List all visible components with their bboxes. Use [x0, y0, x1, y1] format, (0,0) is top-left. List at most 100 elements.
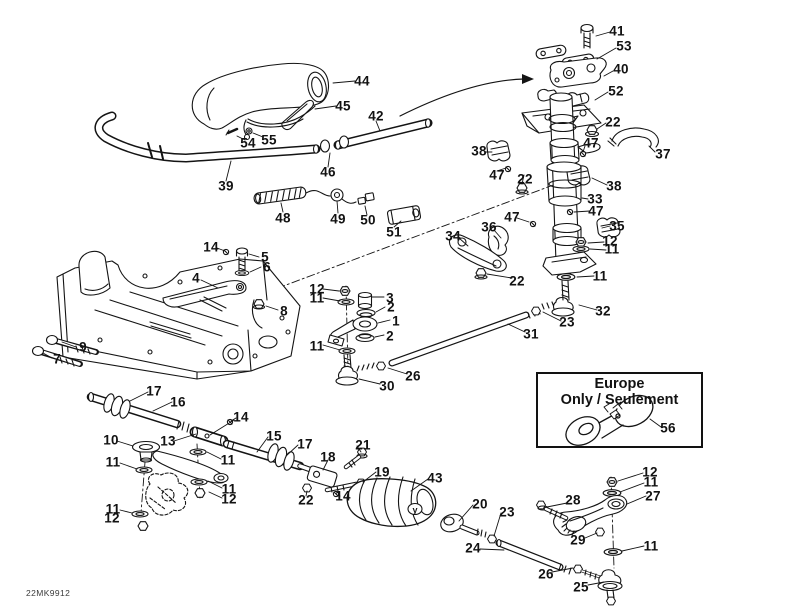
part-callout-29: 29: [570, 532, 586, 548]
part-callout-47: 47: [504, 209, 520, 225]
part-callout-14: 14: [233, 409, 249, 425]
part-callout-12: 12: [221, 491, 237, 507]
part-callout-25: 25: [573, 579, 589, 595]
part-callout-40: 40: [613, 61, 629, 77]
part-callout-56: 56: [660, 420, 676, 436]
part-callout-24: 24: [465, 540, 481, 556]
part-callout-51: 51: [386, 224, 402, 240]
part-callout-36: 36: [481, 219, 497, 235]
part-callout-12: 12: [602, 233, 618, 249]
part-callout-53: 53: [616, 38, 632, 54]
part-callout-11: 11: [309, 290, 325, 306]
part-callout-14: 14: [335, 488, 351, 504]
part-callout-4: 4: [192, 270, 200, 286]
part-callout-26: 26: [405, 368, 421, 384]
leader-lines: [42, 31, 662, 586]
steering-arm-drawing: [536, 477, 628, 556]
part-callout-27: 27: [645, 488, 661, 504]
part-callout-47: 47: [489, 167, 505, 183]
part-callout-2: 2: [387, 299, 395, 315]
part-callout-11: 11: [221, 481, 237, 497]
ghost-part-outline: [145, 472, 189, 516]
part-callout-48: 48: [275, 210, 291, 226]
part-callout-47: 47: [588, 203, 604, 219]
part-callout-17: 17: [297, 436, 313, 452]
steering-support-bracket: [162, 280, 247, 308]
part-callout-31: 31: [523, 326, 539, 342]
europe-box-line1: Europe: [594, 376, 645, 392]
part-callout-9: 9: [79, 339, 87, 355]
part-callout-28: 28: [565, 492, 581, 508]
part-callout-22: 22: [605, 114, 621, 130]
tie-rod-31-drawing: [388, 273, 576, 367]
part-callout-33: 33: [587, 191, 603, 207]
boot-logo-text: y: [412, 505, 417, 515]
part-callout-32: 32: [595, 303, 611, 319]
part-callout-38: 38: [471, 143, 487, 159]
part-callout-50: 50: [360, 212, 376, 228]
part-callout-23: 23: [499, 504, 515, 520]
lever-45: [281, 99, 314, 131]
part-callout-12: 12: [642, 464, 658, 480]
part-callout-21: 21: [355, 437, 371, 453]
part-callout-46: 46: [320, 164, 336, 180]
lower-shaft-drawing: [86, 391, 368, 531]
part-callout-12: 12: [309, 281, 325, 297]
part-callout-11: 11: [309, 338, 325, 354]
steering-column-drawing: [448, 23, 659, 280]
part-callout-11: 11: [592, 268, 608, 284]
part-callout-17: 17: [146, 383, 162, 399]
part-callout-18: 18: [320, 449, 336, 465]
part-callout-13: 13: [160, 433, 176, 449]
part-callout-6: 6: [263, 259, 271, 275]
part-callout-15: 15: [266, 428, 282, 444]
drawing-code: 22MK9912: [26, 588, 71, 598]
part-callout-14: 14: [203, 239, 219, 255]
grip-heater-element: [253, 186, 307, 205]
part-callout-16: 16: [170, 394, 186, 410]
part-callout-23: 23: [559, 314, 575, 330]
part-callout-34: 34: [445, 228, 461, 244]
part-callout-45: 45: [335, 98, 351, 114]
part-callout-11: 11: [643, 538, 659, 554]
part-callout-8: 8: [280, 303, 288, 319]
part-callout-7: 7: [53, 351, 61, 367]
part-callout-42: 42: [368, 108, 384, 124]
part-callout-5: 5: [261, 249, 269, 265]
part-callout-12: 12: [104, 510, 120, 526]
part-callout-22: 22: [298, 492, 314, 508]
part-callout-54: 54: [240, 135, 256, 151]
part-callout-11: 11: [220, 452, 236, 468]
part-callout-41: 41: [609, 23, 625, 39]
part-callout-22: 22: [509, 273, 525, 289]
part-callout-26: 26: [538, 566, 554, 582]
part-callout-2: 2: [386, 328, 394, 344]
part-callout-35: 35: [609, 218, 625, 234]
part-callout-20: 20: [472, 496, 488, 512]
part-callout-11: 11: [105, 454, 121, 470]
handlebar-drawing: [94, 62, 433, 225]
part-callout-44: 44: [354, 73, 370, 89]
part-callout-39: 39: [218, 178, 234, 194]
part-callout-47: 47: [583, 135, 599, 151]
part-callout-55: 55: [261, 132, 277, 148]
part-callout-49: 49: [330, 211, 346, 227]
part-callout-10: 10: [103, 432, 119, 448]
part-callout-37: 37: [655, 146, 671, 162]
part-callout-1: 1: [392, 313, 400, 329]
horn-drawing: [565, 394, 654, 446]
part-callout-19: 19: [374, 464, 390, 480]
europe-only-box: Europe Only / Seulement: [536, 372, 703, 448]
europe-box-line2: Only / Seulement: [560, 391, 679, 408]
part-callout-22: 22: [517, 171, 533, 187]
reference-arrow: [399, 74, 534, 117]
grip-44: [191, 62, 329, 130]
part-callout-43: 43: [427, 470, 443, 486]
part-callout-3: 3: [386, 290, 394, 306]
cap-51: [386, 205, 422, 225]
part-callout-11: 11: [105, 501, 121, 517]
part-callout-11: 11: [604, 241, 620, 257]
pitman-arm-drawing: [327, 286, 386, 386]
part-callout-38: 38: [606, 178, 622, 194]
